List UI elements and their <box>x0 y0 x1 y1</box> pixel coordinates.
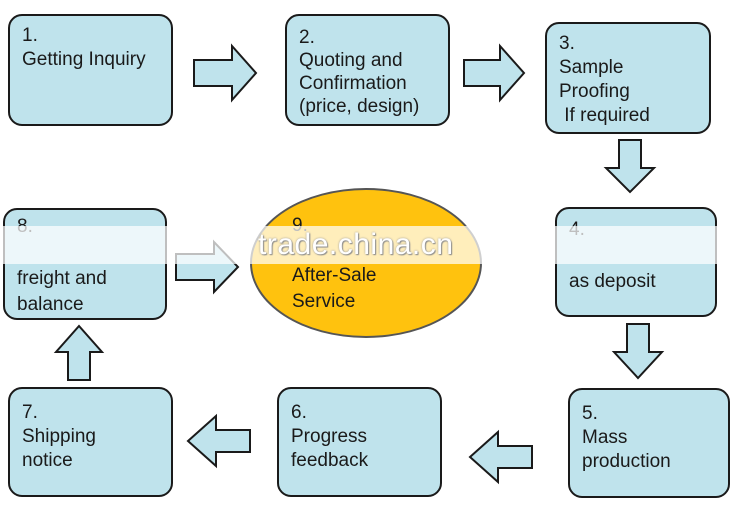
watermark-text: trade.china.cn <box>258 228 454 261</box>
watermark-band <box>0 226 736 264</box>
step-7-label-line-1: Shipping <box>22 426 96 447</box>
arrow-6-to-7 <box>186 413 251 469</box>
arrow-5-to-6 <box>468 429 533 485</box>
step-3-label-line-1: Sample <box>559 57 624 78</box>
step-3-box: 3. Sample Proofing If required <box>545 22 711 134</box>
step-3-label-line-2: Proofing <box>559 81 630 102</box>
step-5-box: 5. Mass production <box>568 388 730 498</box>
arrow-7-to-8 <box>53 324 105 381</box>
step-1-number: 1. <box>22 25 38 46</box>
step-2-box: 2. Quoting and Confirmation (price, desi… <box>285 14 450 126</box>
step-8-label-line-1: freight and <box>17 268 107 289</box>
step-4-label: as deposit <box>569 271 656 292</box>
step-7-box: 7. Shipping notice <box>8 387 173 497</box>
step-9-label-line-1: After-Sale <box>292 265 377 286</box>
step-2-label-line-1: Quoting and <box>299 50 403 71</box>
step-7-label-line-2: notice <box>22 450 73 471</box>
step-6-box: 6. Progress feedback <box>277 387 442 497</box>
step-8-label-line-2: balance <box>17 294 84 315</box>
arrow-2-to-3 <box>463 43 526 103</box>
step-3-number: 3. <box>559 33 575 54</box>
step-2-label-line-3: (price, design) <box>299 96 420 117</box>
step-7-number: 7. <box>22 402 38 423</box>
step-9-label-line-2: Service <box>292 291 356 312</box>
step-5-label-line-2: production <box>582 451 671 472</box>
step-6-number: 6. <box>291 402 307 423</box>
step-5-label-line-1: Mass <box>582 427 628 448</box>
arrow-4-to-5 <box>611 323 665 380</box>
step-3-label-line-3: If required <box>559 105 650 126</box>
step-5-number: 5. <box>582 403 598 424</box>
step-2-label-line-2: Confirmation <box>299 73 407 94</box>
step-8-box: 8. freight and balance <box>3 208 167 320</box>
step-1-label: Getting Inquiry <box>22 49 146 70</box>
step-6-label-line-2: feedback <box>291 450 369 471</box>
step-6-label-line-1: Progress <box>291 426 368 447</box>
step-1-box: 1. Getting Inquiry <box>8 14 173 126</box>
arrow-1-to-2 <box>193 43 258 103</box>
step-2-number: 2. <box>299 27 315 48</box>
arrow-3-to-4 <box>603 139 657 194</box>
